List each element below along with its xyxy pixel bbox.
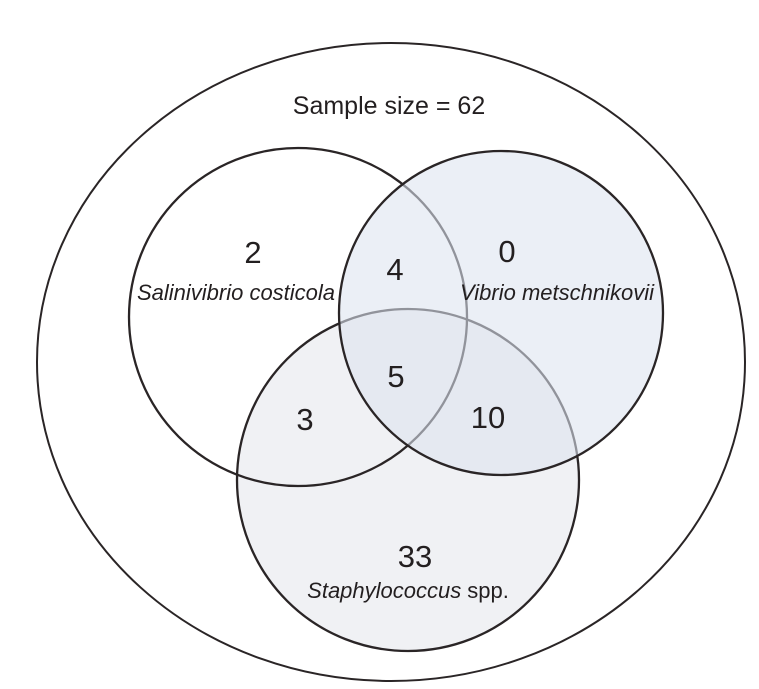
- count-vibrio-staphylococcus: 10: [471, 400, 505, 435]
- count-vibrio-only: 0: [498, 234, 515, 269]
- label-vibrio: Vibrio metschnikovii: [460, 280, 655, 305]
- count-all-three: 5: [387, 359, 404, 394]
- label-staphylococcus-suffix: spp.: [467, 578, 509, 603]
- label-staphylococcus-genus: Staphylococcus: [307, 578, 461, 603]
- count-salinivibrio-staphylococcus: 3: [296, 402, 313, 437]
- sample-size-title: Sample size = 62: [293, 92, 485, 120]
- count-salinivibrio-vibrio: 4: [386, 252, 403, 287]
- count-salinivibrio-only: 2: [244, 235, 261, 270]
- vibrio-circle: [337, 149, 665, 477]
- label-salinivibrio: Salinivibrio costicola: [137, 280, 335, 305]
- count-staphylococcus-only: 33: [398, 539, 432, 574]
